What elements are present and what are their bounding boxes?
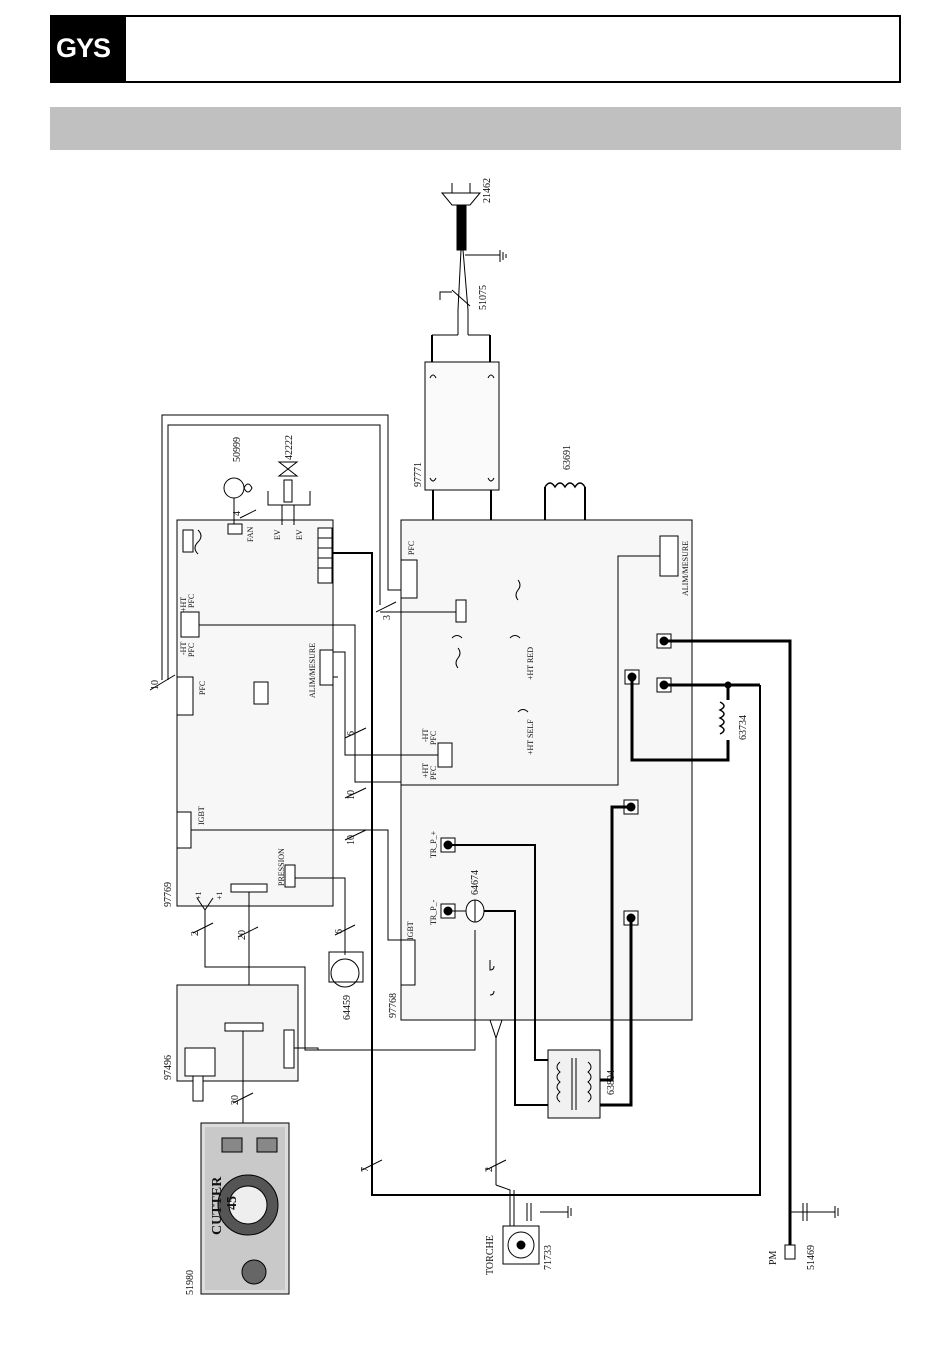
label-ht-pfc-neg-r2: PFC [429,731,438,745]
label-50999: 50999 [232,437,243,462]
label-64674: 64674 [470,870,481,895]
label-20a: 20 [237,930,248,940]
label-ev2: EV [295,529,304,540]
label-64459: 64459 [342,995,353,1020]
label-97768: 97768 [388,993,399,1018]
label-torche: TORCHE [485,1235,496,1275]
label-igbt-right: IGBT [406,921,415,940]
label-51980: 51980 [185,1270,196,1295]
mains-plug [442,183,506,310]
label-97769: 97769 [163,882,174,907]
filter-board [425,362,499,490]
valve [268,462,310,525]
label-2b: 2 [484,1167,495,1172]
label-63734: 63734 [738,715,749,740]
label-igbt-left: IGBT [197,806,206,825]
label-pfc-right: PFC [407,541,416,555]
label-97771: 97771 [413,462,424,487]
transformer [548,1050,600,1118]
label-tr-p-pos: TR_P_+ [429,830,438,858]
label-42222: 42222 [284,435,295,460]
label-4: 4 [232,511,243,516]
label-fan-conn: FAN [246,526,255,542]
label-alim-mesure-left: ALIM/MESURE [308,643,317,698]
label-ht-pfc-pos-r2: PFC [429,766,438,780]
label-tr-p-neg: TR_P_- [429,899,438,925]
label-6a: 6 [346,731,357,736]
label-63804: 63804 [606,1070,617,1095]
label-71733: 71733 [543,1245,554,1270]
label-20b: 20 [230,1095,241,1105]
label-ht-pfc-neg-2: PFC [187,643,196,657]
label-51469: 51469 [806,1245,817,1270]
label-21462: 21462 [482,178,493,203]
label-pm: PM [768,1250,779,1265]
label-plus1-b: +1 [215,891,224,900]
label-6b: 6 [334,929,345,934]
label-2a: 2 [190,931,201,936]
label-ht-self: +HT SELF [526,719,535,755]
label-7: 7 [360,1167,371,1172]
label-63691: 63691 [562,445,573,470]
label-pfc-left: PFC [198,681,207,695]
label-51075: 51075 [478,285,489,310]
label-alim-mesure-right: ALIM/MESURE [681,541,690,596]
label-ht-red: +HT RED [526,647,535,680]
label-10b: 10 [346,790,357,800]
label-97496: 97496 [163,1055,174,1080]
label-pression: PRESSION [277,848,286,886]
label-3: 3 [382,615,393,620]
control-board [177,520,333,906]
panel-model: 45 [225,1196,240,1210]
label-10a: 10 [150,680,161,690]
label-10c: 10 [346,835,357,845]
power-board [401,520,692,1020]
label-ht-pfc-pos-2: PFC [187,594,196,608]
panel-brand: CUTTER [210,1176,225,1235]
label-plus1-a: +1 [194,891,203,900]
label-ev1: EV [273,529,282,540]
